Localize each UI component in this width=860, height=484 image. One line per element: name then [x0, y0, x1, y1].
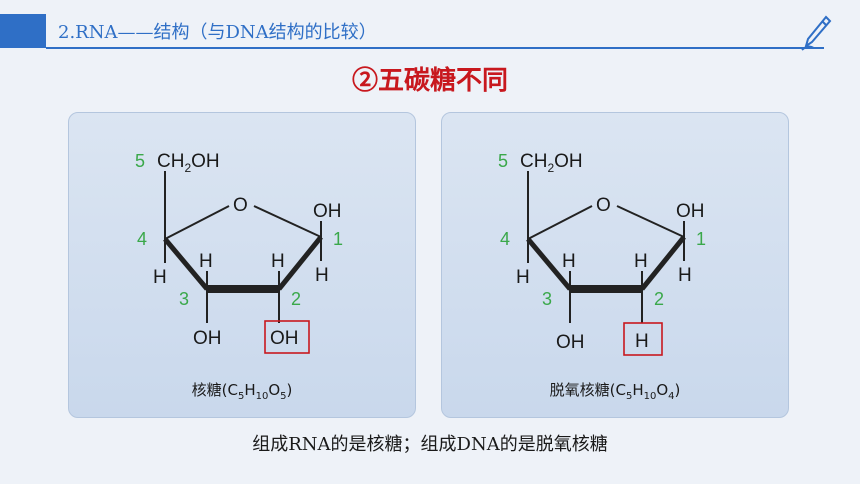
c5-group-label: CH2OH: [520, 151, 583, 175]
section-subtitle: ②五碳糖不同: [351, 66, 508, 96]
ring-oxygen-label: O: [233, 195, 248, 216]
carbon-4-label: 4: [500, 229, 510, 249]
deoxyribose-caption: 脱氧核糖(C5H10O4): [549, 381, 681, 402]
c1-oh-label: OH: [676, 201, 705, 222]
c5-group-label: CH2OH: [157, 151, 220, 175]
ring-oxygen-label: O: [596, 195, 611, 216]
carbon-1-label: 1: [333, 229, 343, 249]
header-accent-bar: [0, 14, 46, 48]
c3-oh-label: OH: [193, 328, 222, 349]
ribose-panel: 5 CH2OH O OH 1 H 4 H H H 3 2 OH OH 核糖(C5…: [68, 112, 416, 418]
deoxyribose-structure: 5 CH2OH O OH 1 H 4 H H H 3 2 OH H: [498, 151, 706, 356]
carbon-4-label: 4: [137, 229, 147, 249]
carbon-3-label: 3: [542, 289, 552, 309]
c3-oh-label: OH: [556, 332, 585, 353]
summary-text: 组成RNA的是核糖；组成DNA的是脱氧核糖: [252, 434, 608, 455]
carbon-5-label: 5: [135, 151, 145, 171]
carbon-5-label: 5: [498, 151, 508, 171]
c1-h-label: H: [315, 265, 329, 286]
deoxyribose-panel: 5 CH2OH O OH 1 H 4 H H H 3 2 OH H 脱氧核糖(C…: [441, 112, 789, 418]
slide-title: 2.RNA——结构（与DNA结构的比较）: [58, 22, 377, 43]
c4-h-label: H: [153, 267, 167, 288]
carbon-2-label: 2: [291, 289, 301, 309]
c2-highlight-box: [264, 320, 310, 354]
c2-h-label: H: [634, 251, 648, 272]
carbon-1-label: 1: [696, 229, 706, 249]
c2-highlight-box: [623, 322, 663, 356]
carbon-3-label: 3: [179, 289, 189, 309]
c3-h-label: H: [199, 251, 213, 272]
pen-icon: [801, 15, 832, 51]
c2-oh-label: OH: [270, 328, 299, 349]
c2-h-label: H: [271, 251, 285, 272]
header-divider: [46, 47, 824, 49]
c3-h-label: H: [562, 251, 576, 272]
c1-oh-label: OH: [313, 201, 342, 222]
ribose-caption: 核糖(C5H10O5): [191, 381, 293, 402]
ribose-structure: 5 CH2OH O OH 1 H 4 H H H 3 2 OH OH: [135, 151, 343, 354]
c2-h-sub-label: H: [635, 331, 649, 352]
carbon-2-label: 2: [654, 289, 664, 309]
c4-h-label: H: [516, 267, 530, 288]
c1-h-label: H: [678, 265, 692, 286]
